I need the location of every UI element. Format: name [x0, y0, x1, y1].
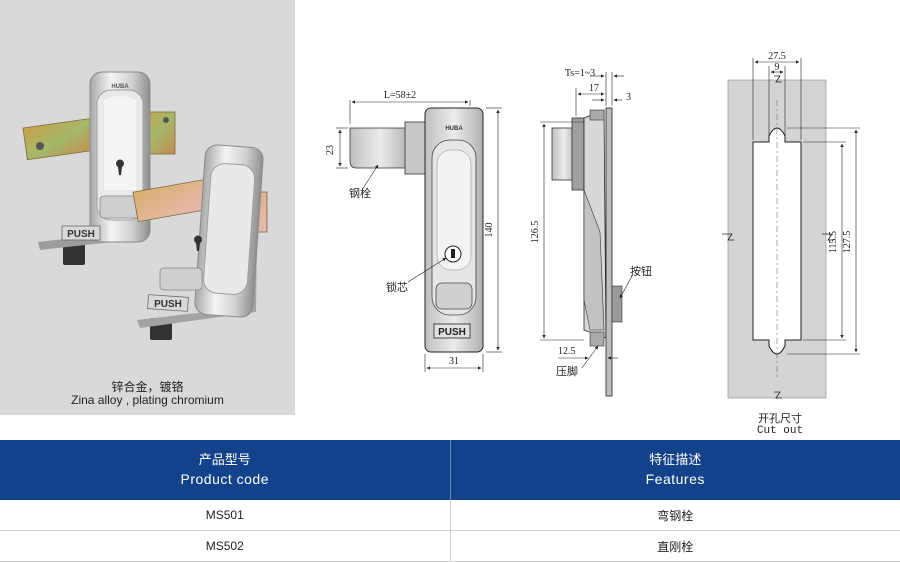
header-product-code-en: Product code [180, 471, 269, 487]
table-row: MS502 直刚栓 [0, 530, 900, 562]
table-row: MS501 弯钢栓 [0, 500, 900, 531]
label-bolt: 钢栓 [349, 186, 371, 200]
technical-drawing: PUSH HUBA PUSH PUSH HUBA L=58±2 [22, 51, 860, 399]
photo1-push-text: PUSH [67, 229, 95, 240]
label-core: 锁芯 [386, 280, 408, 294]
photo2-push-text: PUSH [154, 299, 182, 310]
front-view-drawing: PUSH HUBA L=58±2 23 140 31 钢栓 锁芯 [325, 90, 502, 372]
photo-caption-en: Zina alloy , plating chromium [71, 393, 224, 407]
dim-cut-slot: 9 [775, 62, 780, 73]
label-button: 按钮 [630, 264, 652, 278]
cutout-label-cn: 开孔尺寸 [758, 412, 802, 425]
row-code: MS501 [0, 500, 451, 531]
dim-cut-outer: 127.5 [842, 231, 853, 254]
side-view-drawing: Ts=1~3 17 3 126.5 12.5 按钮 压脚 [530, 68, 652, 397]
cutout-label-en: Cut out [756, 425, 804, 437]
photo-caption-cn: 锌合金，镀铬 [111, 380, 184, 394]
dim-ts: Ts=1~3 [565, 68, 595, 79]
row-feature: 直刚栓 [450, 530, 900, 562]
dim-length: L=58±2 [384, 90, 416, 101]
row-feature: 弯钢栓 [450, 500, 900, 531]
dim-3: 3 [626, 92, 631, 103]
dim-width-front: 31 [449, 356, 459, 367]
row-code: MS502 [0, 530, 451, 562]
front-brand-text: HUBA [445, 126, 463, 132]
photo1-brand-text: HUBA [111, 84, 129, 90]
label-foot: 压脚 [556, 364, 578, 378]
dim-cut-width: 27.5 [768, 51, 786, 62]
dim-cut-inner: 115.5 [828, 231, 839, 253]
spec-table-header: 产品型号 Product code 特征描述 Features [0, 440, 900, 500]
spec-table: 产品型号 Product code 特征描述 Features MS501 弯钢… [0, 440, 900, 562]
cutout-label: 开孔尺寸 Cut out [735, 412, 825, 438]
header-product-code-cn: 产品型号 [198, 453, 251, 468]
front-push-text: PUSH [438, 327, 466, 338]
dim-17: 17 [589, 83, 599, 94]
cutout-drawing: 27.5 9 115.5 127.5 [722, 51, 860, 399]
header-features-en: Features [645, 471, 705, 487]
lock-photo-2: PUSH [132, 144, 268, 340]
dim-bolt: 23 [325, 145, 336, 155]
header-features-cn: 特征描述 [649, 453, 702, 468]
dim-bottom: 12.5 [558, 346, 576, 357]
header-product-code: 产品型号 Product code [0, 440, 451, 500]
lock-photo-1: PUSH HUBA [22, 71, 176, 265]
dim-height-front: 140 [484, 223, 495, 238]
dim-height-side: 126.5 [530, 221, 541, 244]
header-features: 特征描述 Features [450, 440, 900, 500]
